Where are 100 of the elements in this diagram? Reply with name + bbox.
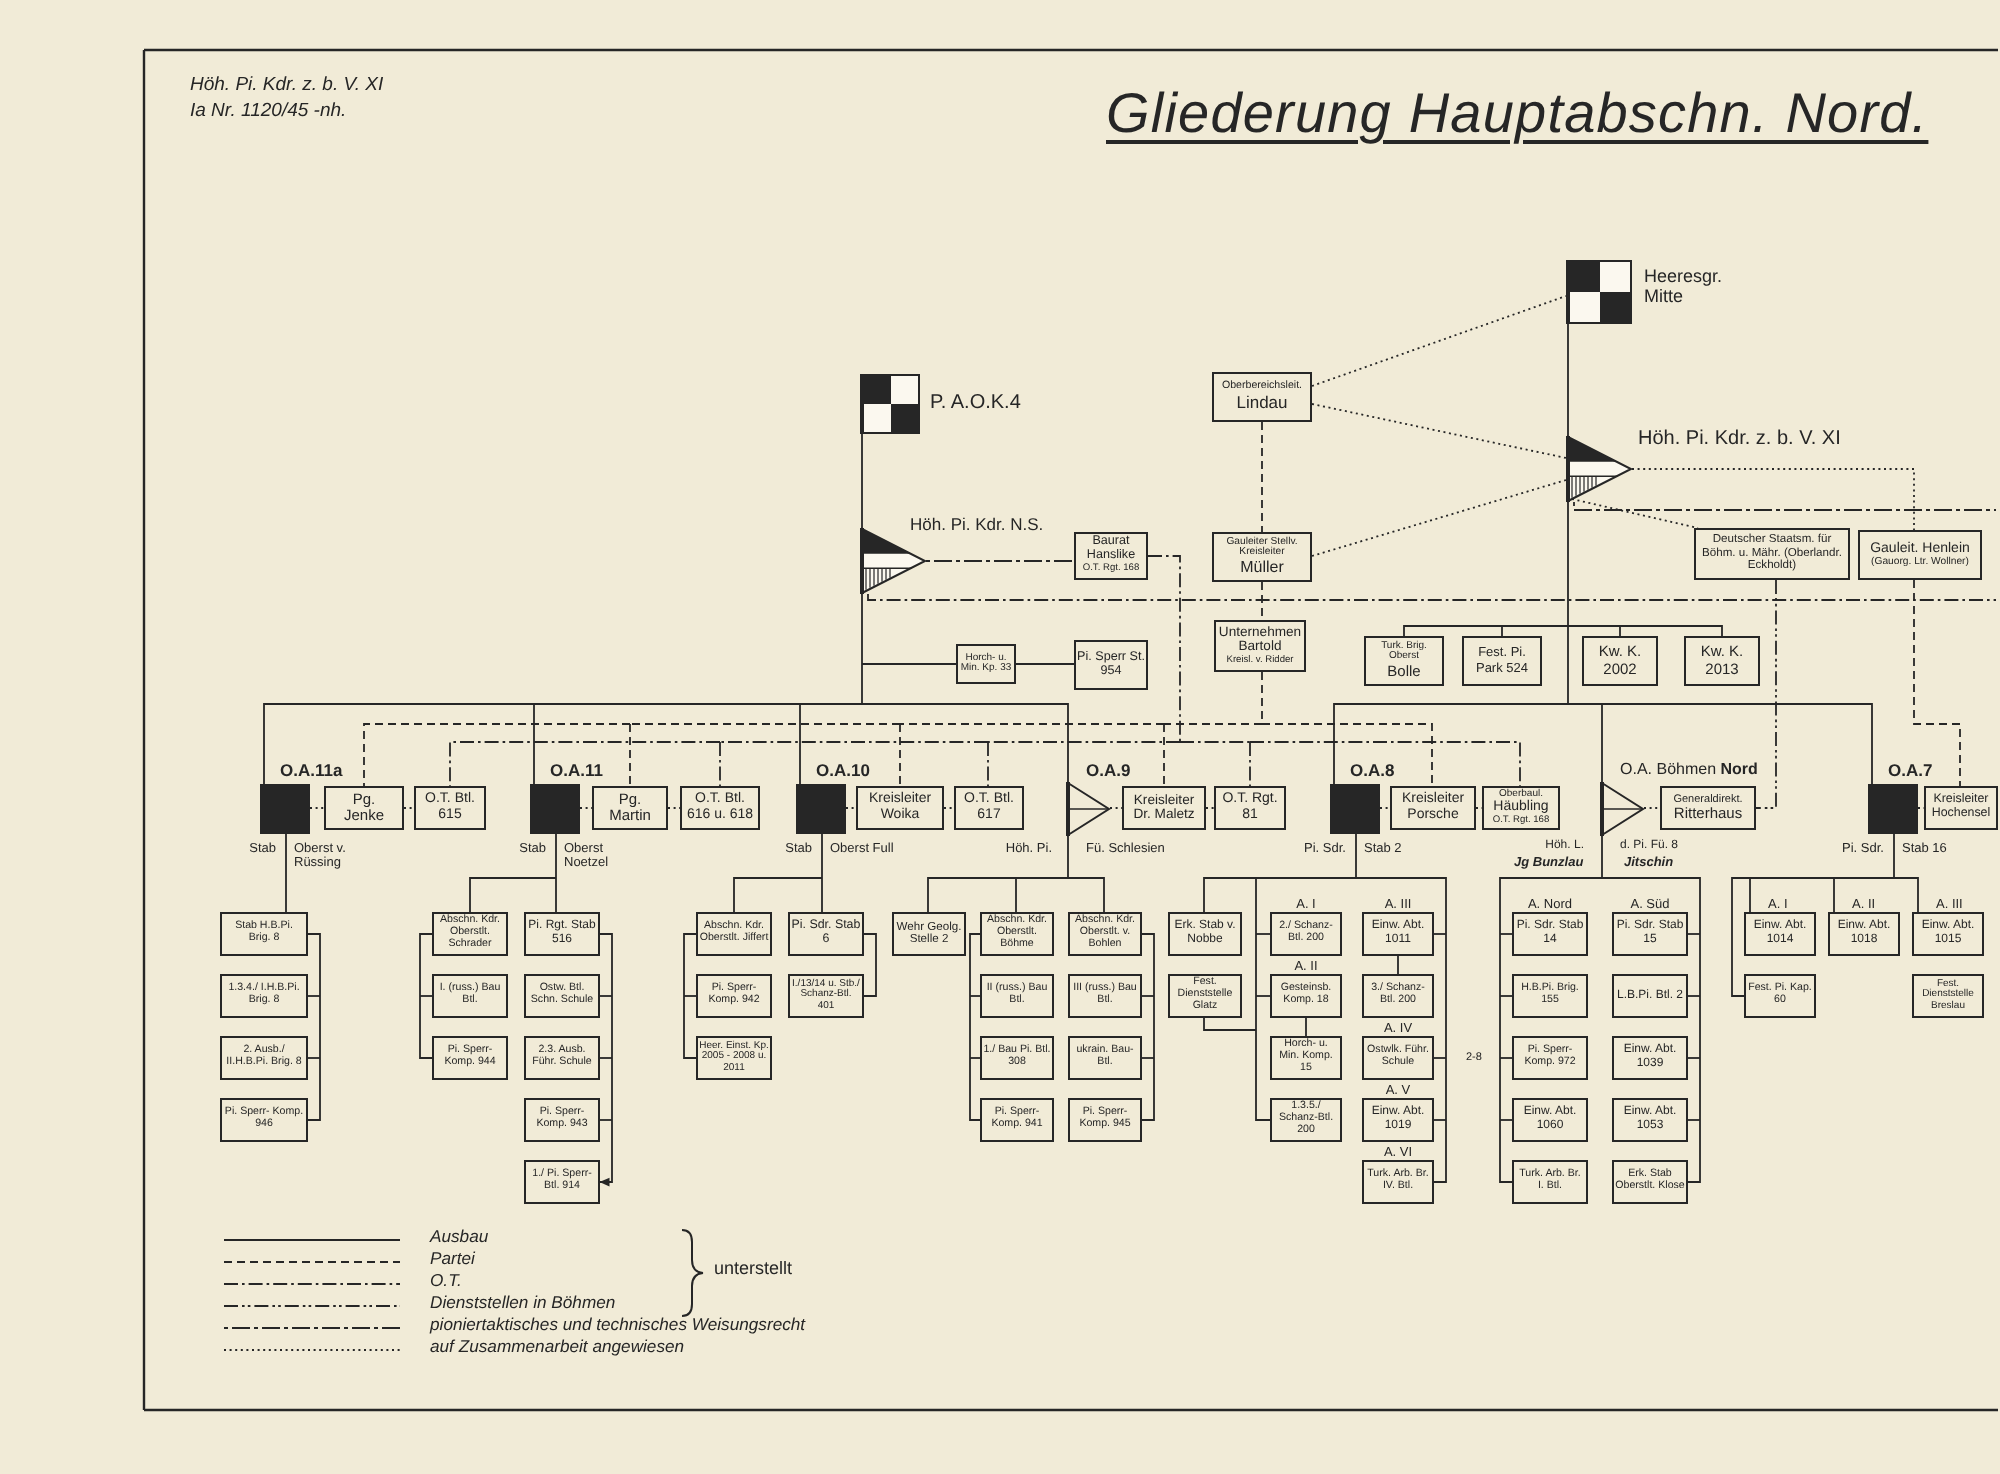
unit-box xyxy=(1582,636,1658,686)
connector-line xyxy=(599,933,613,997)
unit-box xyxy=(1912,974,1984,1018)
unit-heading: O.A.8 xyxy=(1350,762,1395,781)
unit-heading: O.A.10 xyxy=(816,762,870,781)
connector-line xyxy=(969,1057,981,1121)
connector-line xyxy=(419,995,433,997)
unit-box xyxy=(220,1036,308,1080)
connector-line xyxy=(1203,877,1257,913)
unit-box xyxy=(856,786,944,830)
connector-line xyxy=(799,703,863,705)
connector-line xyxy=(599,1057,613,1059)
connector-line xyxy=(1261,421,1263,533)
connector-line xyxy=(309,807,325,809)
unit-box xyxy=(1512,1098,1588,1142)
connector-line xyxy=(821,833,823,879)
connector-line xyxy=(799,703,801,785)
connector-line xyxy=(969,995,981,997)
connector-line xyxy=(1433,933,1447,935)
connector-line xyxy=(1687,995,1701,997)
unit-box xyxy=(1612,1160,1688,1204)
connector-line xyxy=(987,741,989,787)
unit-heading: O.A.11a xyxy=(280,762,343,781)
connector-line xyxy=(1141,1057,1155,1121)
connector-line xyxy=(1567,625,1621,627)
connector-line xyxy=(1015,663,1075,665)
connector-line xyxy=(1749,877,1751,913)
connector-line xyxy=(1499,995,1513,997)
connector-line xyxy=(683,995,697,997)
unit-box xyxy=(1168,974,1242,1018)
connector-line xyxy=(1355,877,1447,935)
connector-line xyxy=(1015,877,1069,879)
connector-line xyxy=(863,933,877,997)
unit-box xyxy=(696,974,772,1018)
connector-line xyxy=(861,663,863,705)
unit-label: Lindau xyxy=(1236,393,1288,413)
unit-box xyxy=(1212,372,1312,422)
unit-box xyxy=(324,786,404,830)
connector-line xyxy=(1355,833,1357,879)
unit-box xyxy=(1074,640,1148,690)
connector-line xyxy=(1699,995,1701,1059)
connector-line xyxy=(629,723,901,725)
connector-line xyxy=(1067,835,1069,879)
connector-line xyxy=(683,995,697,1059)
connector-line xyxy=(1571,498,1699,529)
command-label: Höh. Pi. Kdr. N.S. xyxy=(910,516,1044,535)
connector-line xyxy=(1499,1119,1513,1183)
connector-line xyxy=(1499,933,1501,997)
connector-line xyxy=(1833,877,1835,913)
unit-label: Müller xyxy=(1240,559,1284,577)
connector-line xyxy=(1255,933,1271,935)
unit-box xyxy=(524,974,600,1018)
connector-line xyxy=(1699,933,1701,997)
connector-line xyxy=(1687,933,1701,935)
connector-line xyxy=(419,995,433,1059)
connector-line xyxy=(555,877,557,913)
connector-line xyxy=(861,593,863,665)
connector-line xyxy=(1499,1057,1513,1059)
connector-line xyxy=(987,741,1181,743)
legend-label: Ausbau xyxy=(430,1228,489,1247)
unit-box xyxy=(524,1036,600,1080)
connector-line xyxy=(611,995,613,1059)
unit-box xyxy=(1068,1098,1142,1142)
connector-line xyxy=(307,1057,321,1121)
unit-heading: O.A.7 xyxy=(1888,762,1933,781)
connector-line xyxy=(1499,995,1501,1059)
connector-line xyxy=(1433,1119,1447,1121)
connector-line xyxy=(969,1057,981,1059)
connector-line xyxy=(1147,555,1181,743)
connector-line xyxy=(1499,877,1603,935)
command-label: Heeresgr. Mitte xyxy=(1644,268,1725,308)
legend-label: Dienststellen in Böhmen xyxy=(430,1294,616,1313)
unit-box xyxy=(432,974,508,1018)
legend-label: auf Zusammenarbeit angewiesen xyxy=(430,1338,685,1357)
connector-line xyxy=(319,995,321,1059)
unit-box xyxy=(696,912,772,956)
connector-line xyxy=(1573,501,1997,511)
connector-line xyxy=(1601,835,1603,879)
connector-line xyxy=(1397,955,1399,975)
connector-line xyxy=(1731,877,1751,997)
connector-line xyxy=(867,593,1997,601)
connector-line xyxy=(1699,1057,1701,1121)
connector-line xyxy=(1499,933,1513,935)
connector-line xyxy=(1261,581,1263,621)
connector-line xyxy=(533,703,801,705)
connector-line xyxy=(1255,995,1271,997)
connector-line xyxy=(1433,1119,1447,1183)
unit-box xyxy=(1924,786,1998,830)
connector-line xyxy=(307,933,321,997)
connector-line xyxy=(1601,703,1873,785)
unit-heading: O.A.11 xyxy=(550,762,603,781)
connector-line xyxy=(1445,933,1447,1059)
legend-label: pioniertaktisches und technisches Weisungsrecht xyxy=(430,1316,806,1335)
connector-line xyxy=(1153,995,1155,1059)
unit-box xyxy=(1364,636,1444,686)
unit-box xyxy=(1512,974,1588,1018)
connector-line xyxy=(927,877,1017,913)
connector-line xyxy=(733,877,823,913)
connector-line xyxy=(1255,877,1357,879)
connector-line xyxy=(1631,468,1915,531)
